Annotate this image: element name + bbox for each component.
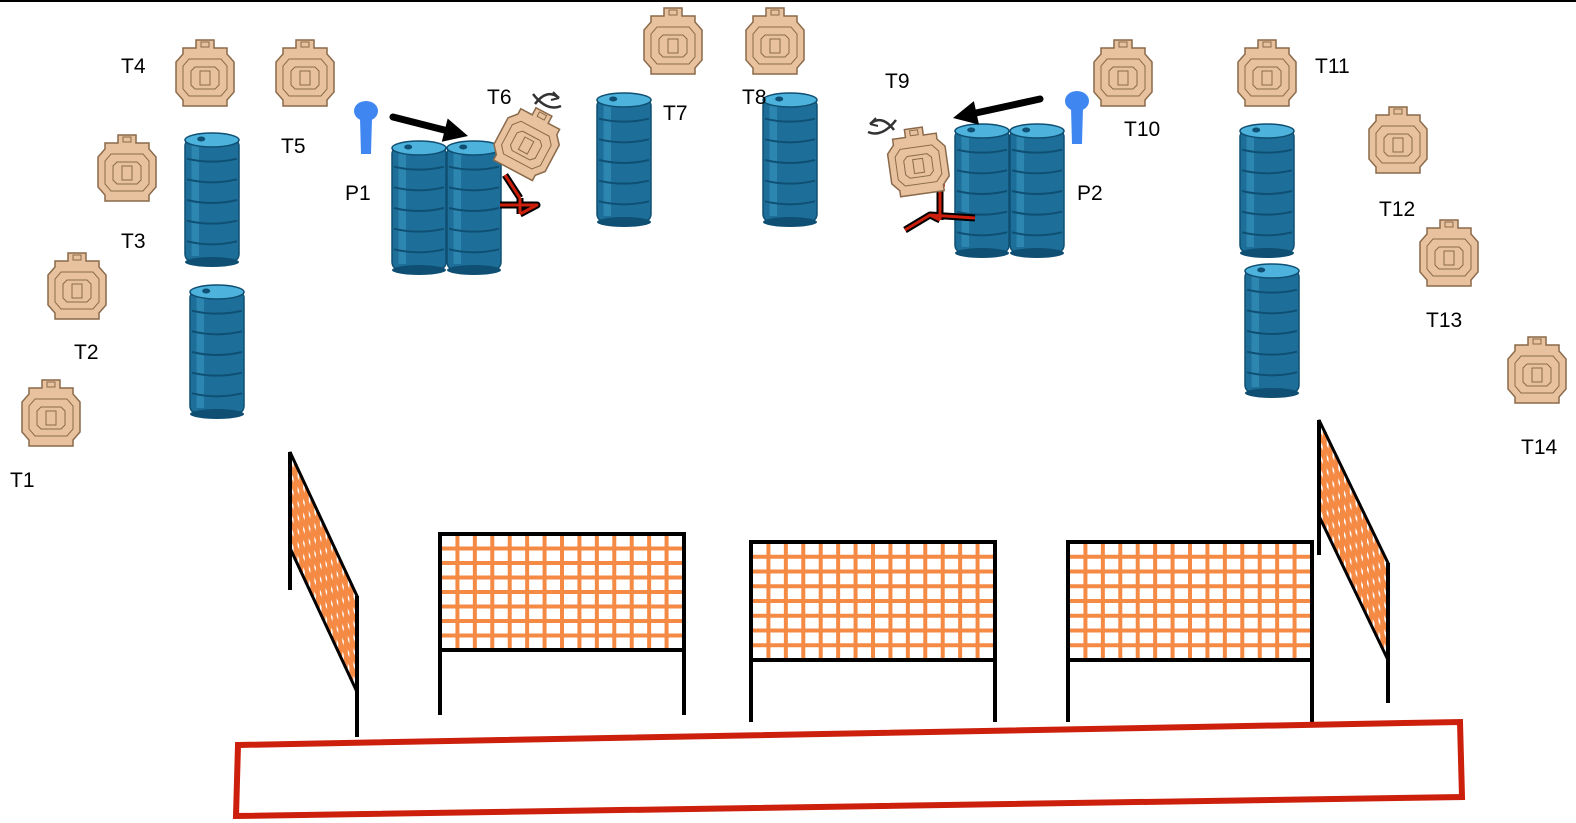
target-label-t1: T1: [10, 469, 35, 492]
target-label-t14: T14: [1521, 436, 1558, 459]
barrel-stack-t7: [596, 92, 652, 227]
target-t12: [1368, 106, 1428, 174]
target-t6: [492, 106, 561, 182]
target-t5: [275, 39, 335, 107]
target-t9: [886, 126, 951, 198]
fence-panel-right: [1066, 540, 1314, 722]
rotate-icon-t9: [867, 117, 897, 135]
activator-post-p2: [1065, 91, 1089, 144]
target-t4: [175, 39, 235, 107]
barrel-stack-p2-a: [954, 123, 1010, 258]
target-t14: [1507, 336, 1567, 404]
target-t3: [97, 134, 157, 202]
barrel-stack-left-lower: [189, 284, 245, 419]
target-label-t13: T13: [1426, 309, 1463, 332]
stand-t9: [903, 172, 976, 234]
side-fence-right: [1317, 419, 1390, 703]
target-t2: [47, 252, 107, 320]
target-label-t3: T3: [121, 230, 146, 253]
barrel-stack-t8: [762, 92, 818, 227]
shooting-area-box: [232, 718, 1466, 820]
barrel-stack-left-upper: [184, 132, 240, 267]
target-label-t8: T8: [742, 86, 767, 109]
target-label-t11: T11: [1315, 55, 1350, 78]
fence-panel-center: [749, 540, 997, 722]
target-t8: [745, 7, 805, 75]
target-label-t9: T9: [885, 70, 910, 93]
prop-label-p2: P2: [1077, 182, 1103, 205]
arrow-p2-to-t9: [953, 95, 1044, 125]
barrel-stack-p2-b: [1009, 123, 1065, 258]
target-t11: [1237, 39, 1297, 107]
rotate-icon-t6: [532, 91, 562, 109]
target-label-t2: T2: [74, 341, 99, 364]
target-t13: [1419, 219, 1479, 287]
stand-t6: [500, 173, 541, 218]
target-label-t12: T12: [1379, 198, 1416, 221]
target-label-t4: T4: [121, 55, 146, 78]
target-t7: [643, 7, 703, 75]
arrow-p1-to-t6: [389, 113, 468, 142]
top-border-line: [0, 0, 1576, 2]
target-t1: [21, 379, 81, 447]
side-fence-left: [288, 451, 359, 737]
target-label-t5: T5: [281, 135, 306, 158]
fence-panel-left: [438, 532, 686, 715]
barrel-stack-p1-b: [446, 140, 502, 275]
target-label-t10: T10: [1124, 118, 1161, 141]
barrel-stack-right-upper: [1239, 123, 1295, 258]
target-t10: [1093, 39, 1153, 107]
barrel-stack-p1-a: [391, 140, 447, 275]
prop-label-p1: P1: [345, 182, 371, 205]
activator-post-p1: [354, 101, 378, 154]
barrel-stack-right-lower: [1244, 263, 1300, 398]
target-label-t7: T7: [663, 102, 688, 125]
target-label-t6: T6: [487, 86, 512, 109]
